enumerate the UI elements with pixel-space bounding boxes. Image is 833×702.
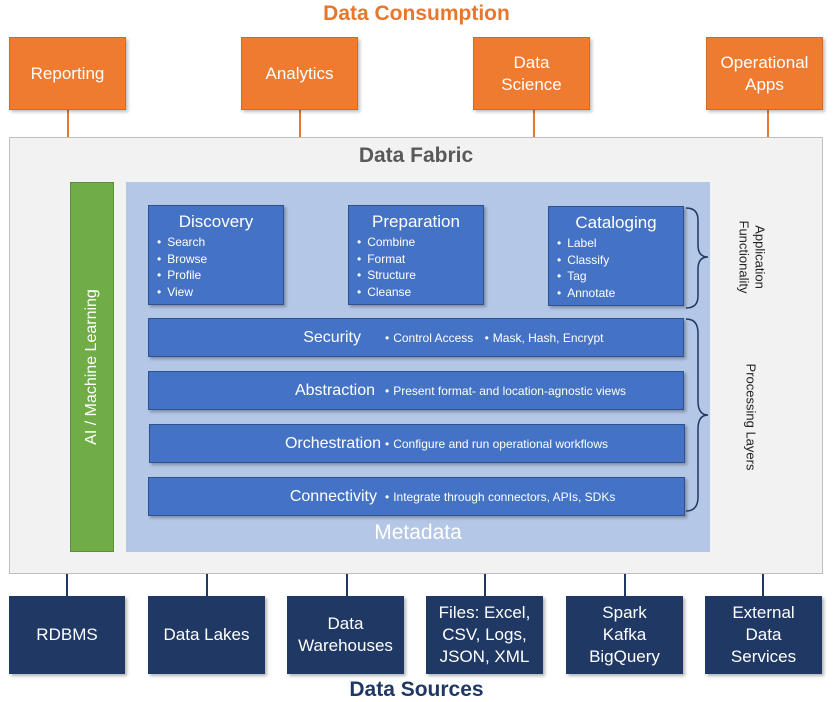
- layer-name: Security: [303, 328, 361, 346]
- function-item: Annotate: [557, 285, 683, 302]
- source-box-rdbms: RDBMS: [9, 596, 125, 674]
- layer-orchestration: Orchestration Configure and run operatio…: [149, 424, 685, 463]
- layer-desc: Integrate through connectors, APIs, SDKs: [385, 490, 615, 504]
- application-functionality-label-wrap: Application Functionality: [711, 221, 791, 294]
- braces: [685, 207, 709, 512]
- layer-desc: Mask, Hash, Encrypt: [485, 331, 604, 345]
- function-item: Structure: [357, 267, 483, 284]
- source-box-files: Files: Excel, CSV, Logs, JSON, XML: [426, 596, 543, 674]
- consumer-box-data-science: Data Science: [473, 37, 590, 110]
- source-box-streaming: Spark Kafka BigQuery: [566, 596, 683, 674]
- source-label: BigQuery: [589, 647, 660, 666]
- source-label: JSON, XML: [439, 647, 530, 666]
- connector-line: [66, 574, 68, 596]
- source-label: CSV, Logs,: [442, 625, 527, 644]
- application-functionality-label: Application Functionality: [735, 221, 767, 294]
- source-label: Data: [745, 625, 782, 644]
- consumer-box-reporting: Reporting: [9, 37, 126, 110]
- source-label: Warehouses: [298, 636, 393, 655]
- layer-desc: Control Access: [385, 331, 473, 345]
- consumer-label: Operational: [720, 52, 809, 72]
- connector-line: [624, 574, 626, 596]
- connector-line: [299, 110, 301, 137]
- consumer-box-operational-apps: Operational Apps: [706, 37, 823, 110]
- function-item: Browse: [157, 251, 283, 268]
- source-label: Kafka: [602, 625, 647, 644]
- consumer-label: Apps: [745, 74, 784, 94]
- function-items: Combine Format Structure Cleanse: [349, 234, 483, 300]
- connector-line: [767, 110, 769, 137]
- layer-security: Security Control Access Mask, Hash, Encr…: [148, 318, 684, 357]
- ai-ml-bar: AI / Machine Learning: [70, 182, 114, 552]
- connector-line: [346, 574, 348, 596]
- layer-name: Orchestration: [284, 434, 381, 452]
- source-box-data-warehouses: Data Warehouses: [287, 596, 404, 674]
- function-items: Label Classify Tag Annotate: [549, 235, 683, 301]
- function-item: Label: [557, 235, 683, 252]
- source-label: Files: Excel,: [438, 603, 531, 622]
- brace-label-line: Functionality: [735, 220, 751, 294]
- function-title: Preparation: [372, 212, 460, 231]
- consumer-box-analytics: Analytics: [241, 37, 358, 110]
- source-label: RDBMS: [36, 625, 98, 644]
- function-item: Cleanse: [357, 284, 483, 301]
- source-label: Services: [730, 647, 797, 666]
- consumer-label: Reporting: [30, 63, 105, 83]
- function-item: Classify: [557, 252, 683, 269]
- ai-ml-label: AI / Machine Learning: [83, 289, 100, 445]
- function-item: Combine: [357, 234, 483, 251]
- layer-name: Abstraction: [294, 381, 375, 399]
- processing-layers-label-wrap: Processing Layers: [690, 364, 810, 471]
- source-label: Data: [327, 614, 364, 633]
- connector-line: [484, 574, 486, 596]
- data-fabric-title: Data Fabric: [358, 144, 474, 167]
- source-box-data-lakes: Data Lakes: [148, 596, 265, 674]
- function-item: Search: [157, 234, 283, 251]
- function-item: Tag: [557, 268, 683, 285]
- consumer-label: Analytics: [265, 63, 334, 83]
- connector-line: [206, 574, 208, 596]
- data-consumption-title: Data Consumption: [323, 2, 510, 25]
- source-label: Spark: [602, 603, 647, 622]
- brace-processing: [685, 318, 709, 512]
- function-title: Discovery: [178, 212, 254, 231]
- connector-line: [533, 110, 535, 137]
- function-title: Cataloging: [575, 213, 657, 232]
- metadata-label: Metadata: [374, 521, 462, 544]
- function-box-preparation: Preparation Combine Format Structure Cle…: [348, 205, 484, 305]
- function-item: Profile: [157, 267, 283, 284]
- layer-desc: Configure and run operational workflows: [385, 437, 608, 451]
- source-box-external-data-services: External Data Services: [705, 596, 822, 674]
- brace-application: [685, 207, 709, 309]
- connector-line: [762, 574, 764, 596]
- function-box-discovery: Discovery Search Browse Profile View: [148, 205, 284, 305]
- connector-line: [67, 110, 69, 137]
- function-items: Search Browse Profile View: [149, 234, 283, 300]
- brace-label-line: Application: [751, 225, 767, 289]
- function-item: Format: [357, 251, 483, 268]
- layer-abstraction: Abstraction Present format- and location…: [148, 371, 684, 410]
- layer-desc: Present format- and location-agnostic vi…: [385, 384, 626, 398]
- consumer-label: Science: [501, 74, 562, 94]
- function-box-cataloging: Cataloging Label Classify Tag Annotate: [548, 206, 684, 306]
- function-item: View: [157, 284, 283, 301]
- layer-connectivity: Connectivity Integrate through connector…: [148, 477, 685, 516]
- processing-layers-label: Processing Layers: [742, 363, 758, 471]
- consumer-label: Data: [513, 52, 550, 72]
- layer-name: Connectivity: [289, 487, 377, 505]
- data-sources-title: Data Sources: [349, 678, 484, 701]
- source-label: External: [732, 603, 795, 622]
- source-label: Data Lakes: [163, 625, 250, 644]
